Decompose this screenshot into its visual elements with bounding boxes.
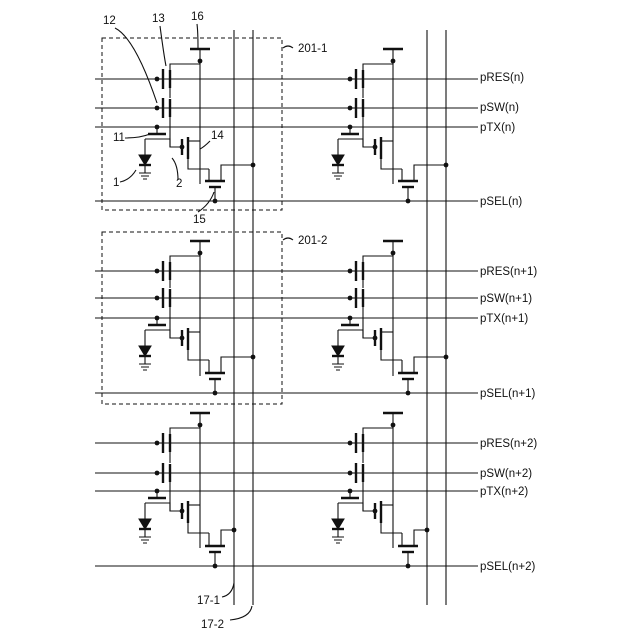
amplifier-source (188, 346, 209, 360)
reset-drain (170, 428, 200, 447)
leader-switch (115, 28, 157, 103)
label-psw-n1: pSW(n+1) (480, 293, 532, 305)
leader-fd (172, 158, 178, 180)
label-ptx-n1: pTX(n+1) (480, 313, 528, 325)
amplifier-source (188, 519, 209, 533)
label-ptx-n: pTX(n) (480, 122, 515, 134)
output-wire (221, 357, 253, 373)
ground-icon (139, 537, 151, 543)
transfer-channel (338, 330, 363, 338)
ground-icon (139, 173, 151, 179)
fd-node-wire (363, 117, 375, 147)
label-pres-n2: pRES(n+2) (480, 438, 537, 450)
amplifier-source (381, 519, 402, 533)
output-wire (221, 530, 234, 546)
photodiode-icon (332, 155, 344, 165)
transfer-channel (338, 139, 363, 147)
amplifier-source (381, 346, 402, 360)
fd-node-wire (170, 307, 182, 338)
ground-icon (139, 364, 151, 370)
output-wire (414, 530, 427, 546)
leader-power (197, 24, 198, 48)
reset-drain (170, 256, 200, 275)
row-control-lines (95, 79, 478, 566)
reference-leaders (115, 24, 293, 620)
leader-photodiode (120, 170, 136, 182)
photodiode-icon (139, 346, 151, 356)
photodiode-icon (139, 155, 151, 165)
pixel-cell-r0-c0 (139, 49, 255, 203)
leader-17-2 (230, 606, 252, 620)
photodiode-icon (332, 346, 344, 356)
label-psel-n1: pSEL(n+1) (480, 388, 535, 400)
photodiode-icon (332, 519, 344, 529)
numeral-switch-transistor: 12 (103, 15, 116, 27)
reset-drain (363, 256, 393, 275)
label-psel-n: pSEL(n) (480, 196, 522, 208)
leader-201-1 (283, 46, 293, 48)
photodiode-icon (139, 519, 151, 529)
amplifier-source (381, 155, 402, 169)
transfer-channel (145, 503, 170, 511)
label-line-17-2: 17-2 (201, 619, 224, 631)
supply-node-dot (391, 59, 396, 64)
pixel-block-outlines (102, 38, 282, 404)
fd-node-wire (363, 307, 375, 338)
label-pres-n1: pRES(n+1) (480, 266, 537, 278)
numeral-amplifier-transistor: 14 (211, 130, 224, 142)
leader-amplifier (200, 141, 210, 149)
reset-drain (363, 428, 393, 447)
leader-select (198, 192, 214, 212)
numeral-select-transistor: 15 (193, 214, 206, 226)
numeral-reset-transistor: 13 (152, 13, 165, 25)
leader-201-2 (283, 238, 293, 240)
label-psel-n2: pSEL(n+2) (480, 561, 535, 573)
output-wire (414, 357, 446, 373)
ground-icon (332, 537, 344, 543)
pixel-cell-r0-c1 (332, 49, 448, 203)
ground-icon (332, 173, 344, 179)
supply-node-dot (198, 423, 203, 428)
label-line-17-1: 17-1 (197, 595, 220, 607)
fd-node-wire (170, 117, 182, 147)
label-block-201-2: 201-2 (298, 235, 327, 247)
label-block-201-1: 201-1 (298, 43, 327, 55)
numeral-floating-diffusion: 2 (176, 178, 182, 190)
numeral-photodiode: 1 (113, 177, 119, 189)
output-wire (414, 165, 446, 181)
leader-17-1 (222, 583, 234, 597)
leader-reset (160, 26, 166, 66)
output-wire (221, 165, 253, 181)
ground-icon (332, 364, 344, 370)
numeral-transfer-transistor: 11 (113, 132, 125, 144)
amplifier-source (188, 155, 209, 169)
supply-node-dot (391, 423, 396, 428)
leader-transfer (125, 134, 150, 138)
supply-node-dot (198, 59, 203, 64)
label-psw-n2: pSW(n+2) (480, 468, 532, 480)
label-pres-n: pRES(n) (480, 72, 524, 84)
transfer-channel (338, 503, 363, 511)
reset-drain (170, 64, 200, 83)
reset-drain (363, 64, 393, 83)
supply-node-dot (198, 251, 203, 256)
fd-node-wire (363, 482, 375, 511)
transfer-channel (145, 139, 170, 147)
numeral-power-supply: 16 (191, 11, 204, 23)
label-psw-n: pSW(n) (480, 102, 519, 114)
fd-node-wire (170, 482, 182, 511)
transfer-channel (145, 330, 170, 338)
supply-node-dot (391, 251, 396, 256)
label-ptx-n2: pTX(n+2) (480, 486, 528, 498)
